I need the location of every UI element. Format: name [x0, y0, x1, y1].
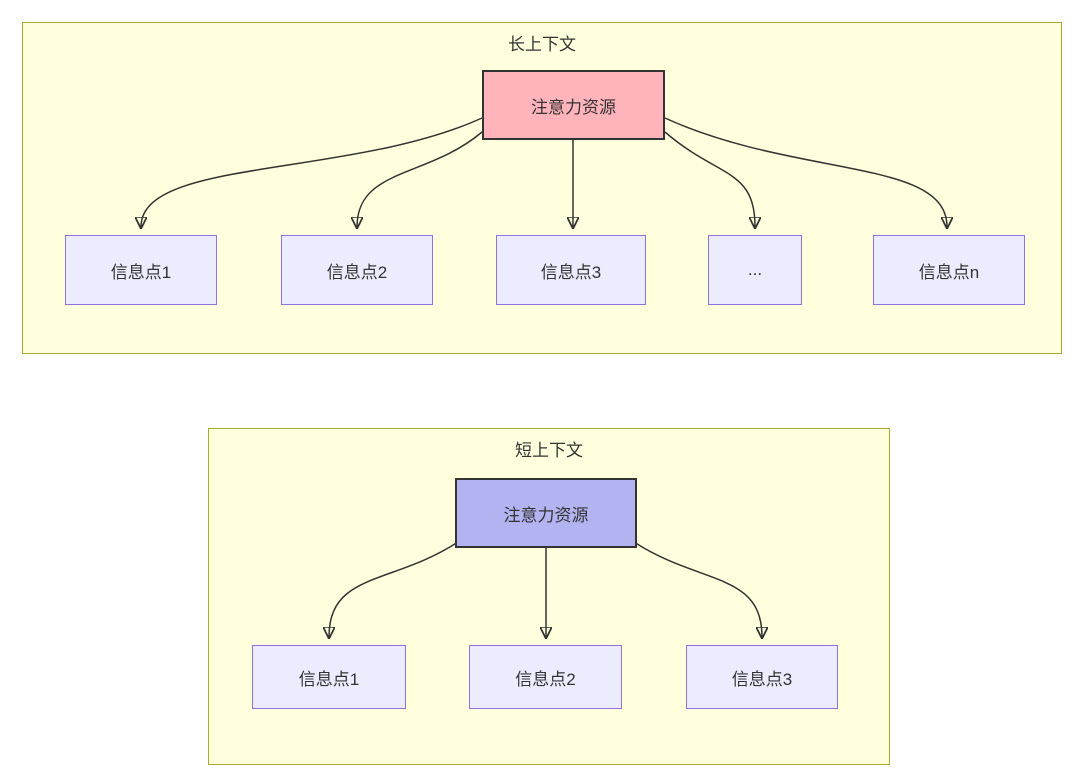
- info-node-short-1: 信息点1: [252, 645, 406, 709]
- info-node-short-3: 信息点3: [686, 645, 838, 709]
- long-context-title: 长上下文: [508, 35, 576, 54]
- attention-node-short: 注意力资源: [455, 478, 637, 548]
- short-context-title: 短上下文: [515, 441, 583, 460]
- info-node-short-2: 信息点2: [469, 645, 622, 709]
- info-node-long-n: 信息点n: [873, 235, 1025, 305]
- info-node-long-ellipsis: ...: [708, 235, 802, 305]
- attention-node-long: 注意力资源: [482, 70, 665, 140]
- info-node-long-2: 信息点2: [281, 235, 433, 305]
- info-node-long-3: 信息点3: [496, 235, 646, 305]
- info-node-long-1: 信息点1: [65, 235, 217, 305]
